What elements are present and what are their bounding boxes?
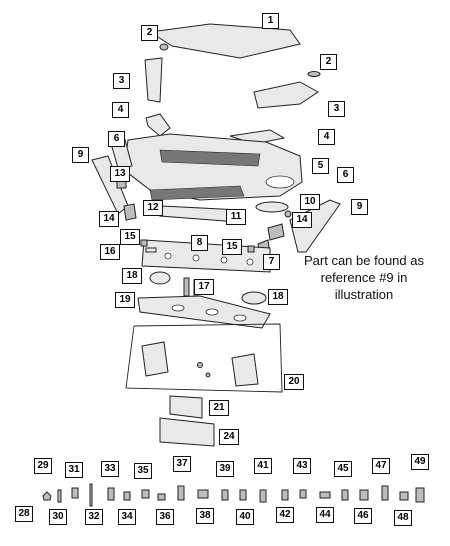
callout-49: 49 bbox=[411, 454, 429, 470]
callout-46: 46 bbox=[354, 508, 372, 524]
callout-18: 18 bbox=[268, 289, 288, 305]
callout-43: 43 bbox=[293, 458, 311, 474]
callout-32: 32 bbox=[85, 509, 103, 525]
callout-18: 18 bbox=[122, 268, 142, 284]
callout-4: 4 bbox=[318, 129, 335, 145]
part-3-bracket-right bbox=[253, 81, 319, 109]
part-20-lamp-right bbox=[231, 353, 259, 387]
part-17-bracket bbox=[183, 277, 190, 297]
part-9-flare-right bbox=[289, 199, 341, 253]
callout-30: 30 bbox=[49, 509, 67, 525]
callout-19: 19 bbox=[115, 292, 135, 308]
callout-15: 15 bbox=[222, 239, 242, 255]
part-16-plate bbox=[145, 247, 157, 253]
callout-24: 24 bbox=[219, 429, 239, 445]
part-18-fog-lamp-right bbox=[241, 291, 267, 305]
part-6-bezel-right bbox=[255, 201, 289, 213]
callout-13: 13 bbox=[110, 166, 130, 182]
note-line-2: reference #9 in bbox=[320, 270, 408, 285]
part-20-kit-outline bbox=[125, 323, 283, 393]
part-2-clip-left bbox=[159, 43, 169, 51]
callout-34: 34 bbox=[118, 509, 136, 525]
callout-14: 14 bbox=[99, 211, 119, 227]
note-line-3: illustration bbox=[334, 287, 394, 302]
callout-3: 3 bbox=[328, 101, 345, 117]
callout-33: 33 bbox=[101, 461, 119, 477]
callout-29: 29 bbox=[34, 458, 52, 474]
callout-41: 41 bbox=[254, 458, 272, 474]
callout-4: 4 bbox=[112, 102, 129, 118]
part-11-lower-grille bbox=[149, 185, 245, 201]
part-2-clip-right bbox=[307, 71, 321, 77]
part-5-fog-opening bbox=[265, 175, 295, 189]
callout-11: 11 bbox=[226, 209, 246, 225]
note-line-1: Part can be found as bbox=[304, 253, 424, 268]
callout-3: 3 bbox=[113, 73, 130, 89]
part-24-license-bracket bbox=[159, 417, 215, 447]
callout-7: 7 bbox=[263, 254, 280, 270]
part-1-skid-plate bbox=[148, 23, 301, 59]
callout-40: 40 bbox=[236, 509, 254, 525]
callout-2: 2 bbox=[141, 25, 158, 41]
part-14-bracket-left bbox=[123, 203, 137, 221]
callout-17: 17 bbox=[194, 279, 214, 295]
callout-5: 5 bbox=[312, 158, 329, 174]
callout-12: 12 bbox=[143, 200, 163, 216]
callout-15: 15 bbox=[120, 229, 140, 245]
part-4-bracket-left bbox=[145, 113, 171, 137]
callout-28: 28 bbox=[15, 506, 33, 522]
callout-38: 38 bbox=[196, 508, 214, 524]
part-3-bracket-left bbox=[144, 57, 163, 103]
callout-9: 9 bbox=[72, 147, 89, 163]
part-15-clip-right bbox=[247, 245, 255, 253]
part-21-license-bracket bbox=[169, 395, 203, 419]
callout-21: 21 bbox=[209, 400, 229, 416]
callout-48: 48 bbox=[394, 510, 412, 526]
callout-16: 16 bbox=[100, 244, 120, 260]
callout-10: 10 bbox=[300, 194, 320, 210]
callout-14: 14 bbox=[292, 212, 312, 228]
part-20-lamp-left bbox=[141, 341, 169, 377]
part-10-clip bbox=[284, 210, 292, 218]
callout-1: 1 bbox=[262, 13, 279, 29]
callout-9: 9 bbox=[351, 199, 368, 215]
part-15-clip-left bbox=[140, 239, 148, 247]
callout-6: 6 bbox=[108, 131, 125, 147]
callout-6: 6 bbox=[337, 167, 354, 183]
callout-45: 45 bbox=[334, 461, 352, 477]
callout-8: 8 bbox=[191, 235, 208, 251]
callout-47: 47 bbox=[372, 458, 390, 474]
callout-42: 42 bbox=[276, 507, 294, 523]
callout-2: 2 bbox=[320, 54, 337, 70]
callout-31: 31 bbox=[65, 462, 83, 478]
callout-20: 20 bbox=[284, 374, 304, 390]
callout-37: 37 bbox=[173, 456, 191, 472]
part-14-bracket-right bbox=[267, 223, 285, 241]
callout-35: 35 bbox=[134, 463, 152, 479]
reference-note: Part can be found as reference #9 in ill… bbox=[292, 252, 436, 303]
fastener-row bbox=[42, 483, 425, 507]
callout-39: 39 bbox=[216, 461, 234, 477]
part-18-fog-lamp-left bbox=[149, 271, 171, 285]
callout-36: 36 bbox=[156, 509, 174, 525]
part-5-grille bbox=[159, 149, 261, 167]
callout-44: 44 bbox=[316, 507, 334, 523]
